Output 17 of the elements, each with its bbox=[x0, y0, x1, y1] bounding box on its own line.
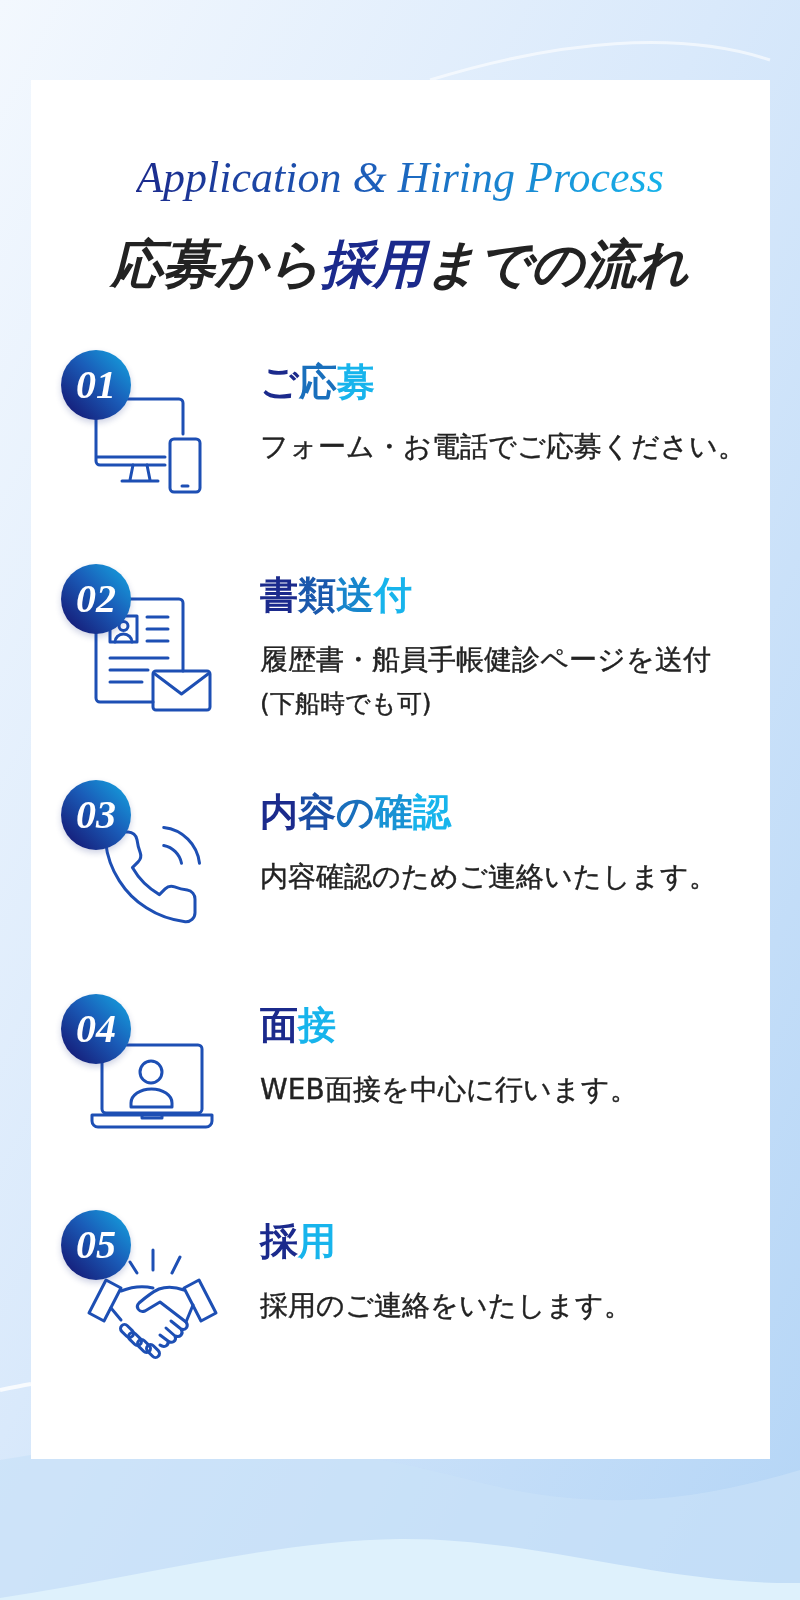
step-number: 03 bbox=[76, 795, 116, 835]
step-heading: 面接 bbox=[260, 1003, 336, 1049]
step-heading: 採用 bbox=[260, 1219, 336, 1265]
main-title: 応募から採用までの流れ bbox=[111, 232, 689, 296]
step-description: 履歴書・船員手帳健診ページを送付 bbox=[260, 641, 711, 678]
step-number: 02 bbox=[76, 579, 116, 619]
step-heading: 書類送付 bbox=[260, 573, 412, 619]
step-number: 01 bbox=[76, 365, 116, 405]
step-heading: ご応募 bbox=[260, 360, 375, 406]
step-note: (下船時でも可) bbox=[260, 687, 432, 720]
step-description: フォーム・お電話でご応募ください。 bbox=[260, 428, 746, 465]
step-description: 内容確認のためご連絡いたします。 bbox=[260, 858, 717, 895]
step-number: 04 bbox=[76, 1009, 116, 1049]
step-description: 採用のご連絡をいたします。 bbox=[260, 1287, 632, 1324]
step-heading: 内容の確認 bbox=[260, 790, 451, 836]
step-description: WEB面接を中心に行います。 bbox=[260, 1071, 638, 1108]
step-number: 05 bbox=[76, 1225, 116, 1265]
